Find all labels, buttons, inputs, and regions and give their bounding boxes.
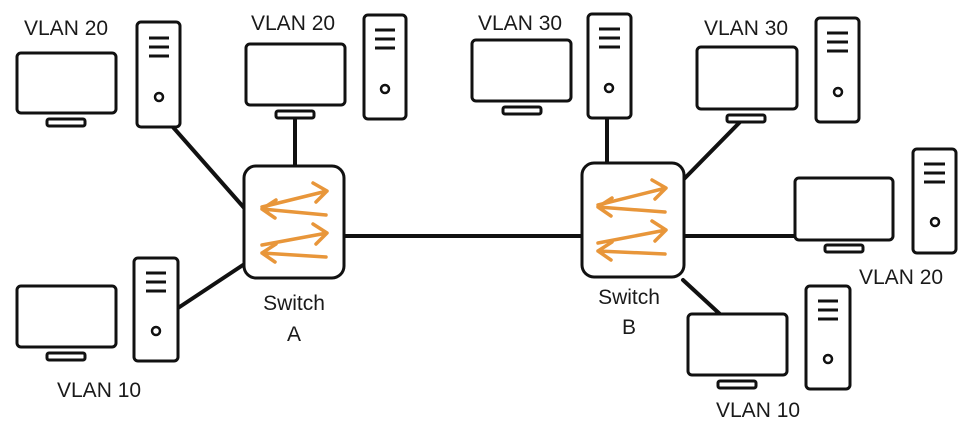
switch-arrows-icon (260, 181, 329, 264)
tower-pc-icon (132, 256, 180, 363)
host-a3: VLAN 10 (15, 256, 180, 402)
host-b3: VLAN 20 (793, 147, 958, 289)
switch-b-id: B (622, 316, 636, 339)
host-b1-label: VLAN 30 (478, 12, 562, 35)
tower-pc-icon (814, 16, 861, 124)
switch-b-box (580, 161, 686, 279)
monitor-icon (695, 45, 799, 124)
host-b1: VLAN 30 (470, 12, 633, 120)
tower-pc-icon (362, 13, 408, 121)
host-b2-label: VLAN 30 (704, 17, 788, 40)
host-b2: VLAN 30 (695, 16, 861, 124)
tower-pc-icon (804, 284, 852, 391)
host-a2: VLAN 20 (244, 12, 408, 121)
link-a-host1 (170, 124, 248, 212)
tower-pc-icon (586, 12, 633, 120)
link-a-host3 (173, 261, 248, 312)
link-b-host4 (681, 278, 724, 318)
host-a1-label: VLAN 20 (24, 17, 108, 40)
switch-b: Switch B (580, 161, 686, 339)
monitor-icon (15, 51, 118, 128)
switch-b-name: Switch (598, 286, 660, 309)
links (170, 116, 796, 318)
monitor-icon (793, 176, 895, 254)
host-a2-label: VLAN 20 (251, 12, 335, 35)
monitor-icon (470, 38, 573, 116)
switch-a-name: Switch (263, 292, 325, 315)
host-a1: VLAN 20 (15, 17, 182, 129)
host-b4-label: VLAN 10 (716, 399, 800, 422)
link-b-host2 (681, 118, 744, 182)
switch-a-id: A (287, 323, 301, 346)
monitor-icon (686, 312, 789, 390)
switch-a: Switch A (242, 164, 346, 346)
host-b3-label: VLAN 20 (859, 266, 943, 289)
tower-pc-icon (911, 147, 958, 255)
host-b4: VLAN 10 (686, 284, 852, 422)
tower-pc-icon (135, 20, 182, 129)
monitor-icon (15, 284, 118, 362)
monitor-icon (244, 42, 347, 120)
switch-arrows-icon (596, 178, 668, 262)
switch-a-box (242, 164, 346, 280)
host-a3-label: VLAN 10 (57, 379, 141, 402)
